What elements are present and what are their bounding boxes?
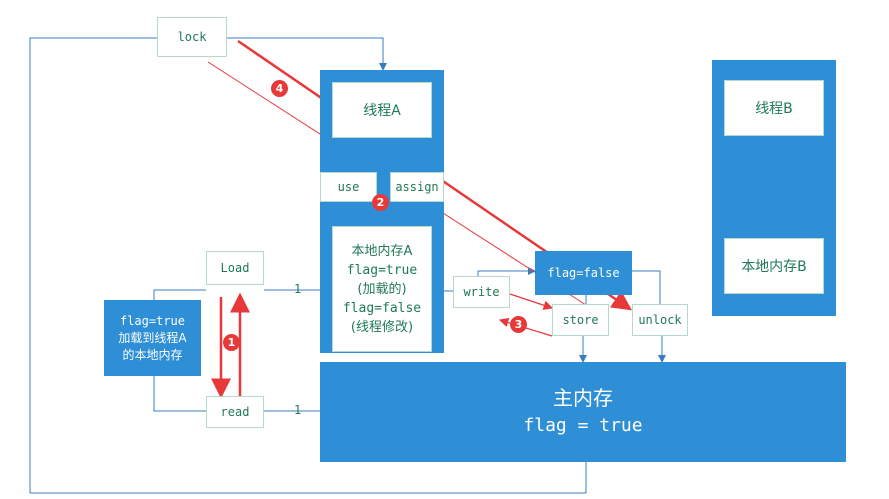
- load-box: Load: [206, 251, 264, 285]
- left-note-line-2: 加载到线程A: [118, 330, 187, 345]
- thread-a-box: 线程A: [332, 82, 432, 138]
- write-to-store-arrow: [509, 293, 554, 310]
- main-memory-title: 主内存: [553, 386, 613, 410]
- thread-b-label: 线程B: [755, 101, 793, 117]
- step-badge-3-label: 3: [514, 318, 523, 331]
- lock-label: lock: [177, 30, 207, 44]
- thread-a-label: 线程A: [363, 103, 401, 119]
- local-a-line-1: 本地内存A: [351, 243, 413, 259]
- local-a-line-3: (加载的): [357, 281, 407, 297]
- store-label: store: [562, 313, 599, 327]
- load-edge-label: 1: [294, 282, 302, 296]
- step-badge-3: 3: [510, 316, 527, 333]
- step-badge-1: 1: [223, 334, 240, 351]
- unlock-label: unlock: [638, 313, 682, 327]
- local-memory-b-box: 本地内存B: [724, 238, 824, 294]
- assign-label: assign: [395, 180, 439, 194]
- step-badge-2: 2: [372, 194, 389, 211]
- left-note-line-1: flag=true: [119, 313, 186, 328]
- local-a-line-2: flag=true: [346, 262, 418, 278]
- use-box: use: [320, 172, 377, 202]
- lock-box: lock: [157, 17, 227, 57]
- flag-false-box: flag=false: [535, 251, 632, 295]
- main-memory-box: 主内存 flag = true: [320, 362, 846, 462]
- left-note-line-3: 的本地内存: [122, 347, 183, 362]
- read-bracket-connector: [153, 376, 206, 412]
- write-label: write: [463, 285, 500, 299]
- main-memory-value: flag = true: [523, 415, 643, 436]
- load-bracket-connector: [153, 289, 206, 300]
- read-box: read: [206, 396, 264, 428]
- write-box: write: [453, 276, 510, 308]
- store-box: store: [552, 304, 609, 336]
- step-badge-2-label: 2: [376, 196, 385, 209]
- flag-to-unlock-connector: [632, 270, 661, 305]
- lock-to-thread-connector: [227, 37, 387, 71]
- read-edge-label: 1: [294, 403, 302, 417]
- left-note-box: flag=true 加载到线程A 的本地内存: [104, 300, 201, 376]
- use-label: use: [337, 180, 360, 194]
- read-label: read: [220, 405, 250, 419]
- step-badge-1-label: 1: [227, 336, 236, 349]
- local-a-line-5: (线程修改): [350, 319, 414, 335]
- load-label: Load: [220, 261, 250, 275]
- assign-box: assign: [390, 172, 444, 202]
- step-badge-4: 4: [271, 80, 288, 97]
- unlock-box: unlock: [632, 304, 688, 336]
- step-badge-4-label: 4: [275, 82, 284, 95]
- local-memory-a-box: 本地内存A flag=true (加载的) flag=false (线程修改): [332, 226, 432, 352]
- local-a-line-4: flag=false: [342, 300, 422, 316]
- thread-b-box: 线程B: [724, 80, 824, 136]
- local-memory-b-label: 本地内存B: [741, 259, 807, 275]
- loop-connector: [29, 37, 587, 494]
- flag-false-label: flag=false: [547, 266, 620, 280]
